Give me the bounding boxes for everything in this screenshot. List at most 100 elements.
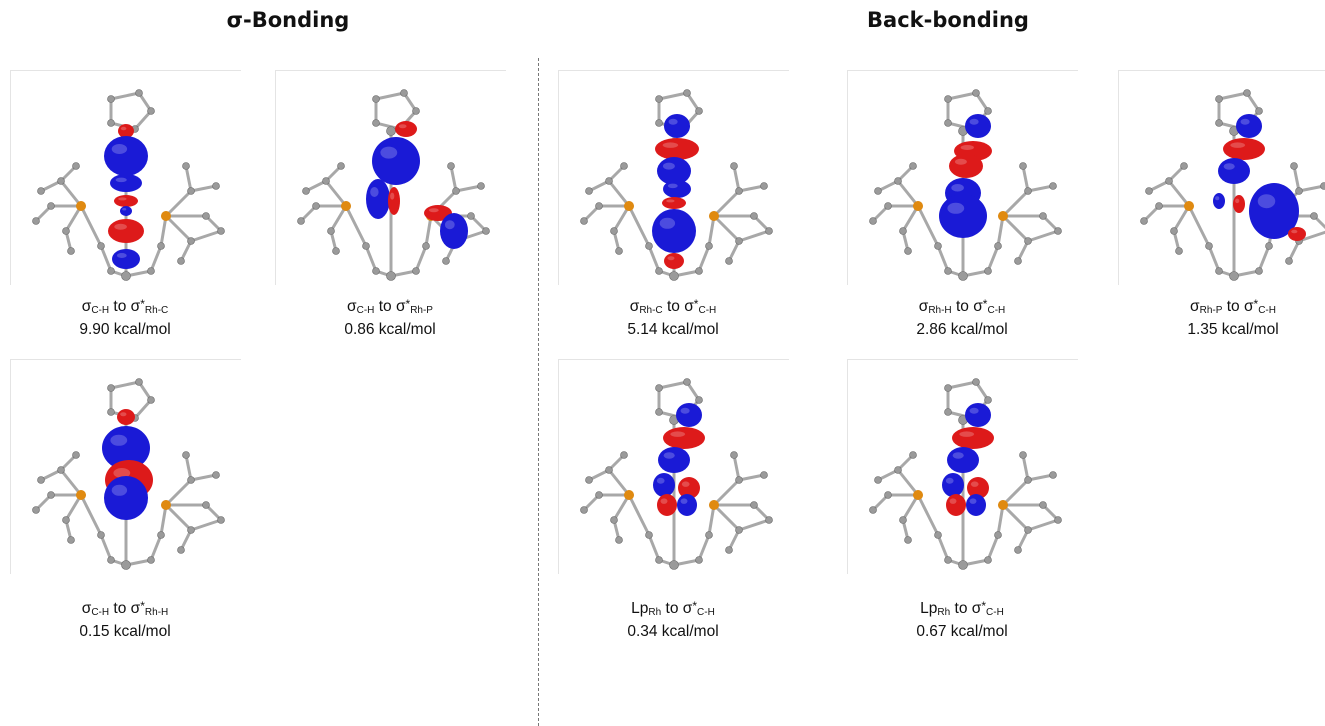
atom xyxy=(765,227,773,235)
atom xyxy=(322,177,330,185)
negative-orbital-lobe-shine xyxy=(1291,229,1298,234)
negative-orbital-lobe-shine xyxy=(670,431,686,437)
atom xyxy=(874,476,882,484)
positive-orbital-lobe-shine xyxy=(380,146,398,159)
negative-orbital-lobe-shine xyxy=(120,126,127,131)
negative-orbital-lobe-shine xyxy=(398,124,407,129)
positive-orbital-lobe xyxy=(110,174,142,192)
positive-orbital-lobe-shine xyxy=(111,144,128,154)
caption-6: σRh-P to σ*C-H 1.35 kcal/mol xyxy=(1118,295,1325,339)
negative-orbital-lobe-shine xyxy=(949,498,957,504)
molecule-drawing xyxy=(580,89,773,281)
atom xyxy=(894,466,902,474)
positive-orbital-lobe xyxy=(676,403,702,427)
atom xyxy=(958,560,968,570)
atom xyxy=(62,516,70,524)
atom xyxy=(327,227,335,235)
positive-orbital-lobe xyxy=(947,447,979,473)
positive-orbital-lobe-shine xyxy=(122,208,127,211)
atom xyxy=(57,466,65,474)
negative-orbital-lobe xyxy=(388,187,400,215)
phosphorus-atom xyxy=(161,211,171,221)
negative-orbital-lobe xyxy=(1223,138,1265,160)
section-divider xyxy=(538,58,539,726)
negative-orbital-lobe xyxy=(118,124,134,138)
atom xyxy=(610,516,618,524)
atom xyxy=(212,182,220,190)
atom xyxy=(972,89,980,97)
atom xyxy=(585,187,593,195)
positive-orbital-lobe xyxy=(120,206,132,216)
atom xyxy=(605,466,613,474)
atom xyxy=(580,217,588,225)
positive-orbital-lobe-shine xyxy=(947,202,965,214)
atom xyxy=(147,556,155,564)
negative-orbital-lobe xyxy=(952,427,994,449)
atom xyxy=(1165,177,1173,185)
atom xyxy=(312,202,320,210)
atom xyxy=(1155,202,1163,210)
orbital-image-1 xyxy=(10,70,241,285)
caption-1: σC-H to σ*Rh-C 9.90 kcal/mol xyxy=(10,295,240,339)
atom xyxy=(217,227,225,235)
positive-orbital-lobe-shine xyxy=(111,484,128,496)
positive-orbital-lobe-shine xyxy=(969,118,979,125)
atom xyxy=(1039,501,1047,509)
atom xyxy=(1014,257,1022,265)
atom xyxy=(107,384,115,392)
interaction-label: σC-H to σ*Rh-P xyxy=(347,297,433,316)
negative-orbital-lobe xyxy=(655,138,699,160)
caption-4: σRh-C to σ*C-H 5.14 kcal/mol xyxy=(558,295,788,339)
interaction-label: σC-H to σ*Rh-C xyxy=(81,297,169,316)
positive-orbital-lobe xyxy=(104,476,148,520)
atom xyxy=(984,107,992,115)
atom xyxy=(217,516,225,524)
positive-orbital-lobe xyxy=(102,426,150,470)
atom xyxy=(37,187,45,195)
positive-orbital-lobe xyxy=(440,213,468,249)
negative-orbital-lobe xyxy=(117,409,135,425)
atom xyxy=(655,408,663,416)
positive-orbital-lobe-shine xyxy=(444,220,455,230)
energy-value: 5.14 kcal/mol xyxy=(627,321,719,338)
sigma-bonding-heading: σ-Bonding xyxy=(226,8,350,32)
atom xyxy=(1145,187,1153,195)
positive-orbital-lobe-shine xyxy=(115,177,127,183)
positive-orbital-lobe-shine xyxy=(945,477,954,484)
interaction-label: σRh-C to σ*C-H xyxy=(629,297,717,316)
atom xyxy=(869,506,877,514)
atom xyxy=(332,247,340,255)
energy-value: 2.86 kcal/mol xyxy=(916,321,1008,338)
atom xyxy=(735,187,743,195)
positive-orbital-lobe xyxy=(1213,193,1225,209)
atom xyxy=(705,242,713,250)
atom xyxy=(972,378,980,386)
atom xyxy=(944,408,952,416)
atom xyxy=(1054,516,1062,524)
atom xyxy=(362,242,370,250)
atom xyxy=(899,227,907,235)
positive-orbital-lobe-shine xyxy=(680,498,688,504)
atom xyxy=(944,95,952,103)
atom xyxy=(580,506,588,514)
atom xyxy=(934,242,942,250)
atom xyxy=(1049,471,1057,479)
negative-orbital-lobe-shine xyxy=(970,481,979,487)
negative-orbital-lobe xyxy=(664,253,684,269)
molecule-drawing xyxy=(32,89,225,281)
atom xyxy=(695,107,703,115)
positive-orbital-lobe xyxy=(677,494,697,516)
negative-orbital-lobe-shine xyxy=(667,256,675,261)
negative-orbital-lobe-shine xyxy=(660,498,668,504)
atom xyxy=(605,177,613,185)
orbital-image-8 xyxy=(847,359,1078,574)
atom xyxy=(37,476,45,484)
atom xyxy=(683,89,691,97)
atom xyxy=(934,531,942,539)
positive-orbital-lobe-shine xyxy=(1215,196,1220,201)
atom xyxy=(147,267,155,275)
positive-orbital-lobe-shine xyxy=(663,452,675,459)
atom xyxy=(412,267,420,275)
atom xyxy=(620,162,628,170)
atom xyxy=(1140,217,1148,225)
